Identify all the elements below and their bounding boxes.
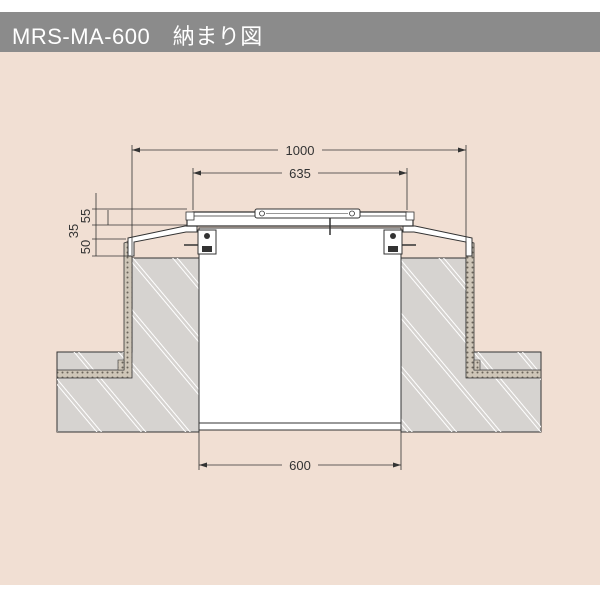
title-bar: MRS-MA-600 納まり図 (0, 12, 600, 52)
vertical-dimensions (92, 193, 187, 257)
dimension-label-600: 600 (289, 458, 311, 473)
fastener-left (184, 229, 217, 255)
hatch-cover (185, 208, 415, 235)
roof-opening (198, 227, 402, 431)
dimension-label-50: 50 (78, 240, 93, 254)
dimension-1000 (131, 145, 467, 255)
dimension-635 (192, 168, 408, 210)
dimension-label-35: 35 (66, 224, 81, 238)
hinge-pin (259, 210, 265, 217)
dimension-label-55: 55 (78, 209, 93, 223)
hinge-pin (349, 210, 355, 217)
dimension-600 (198, 432, 402, 470)
diagram-title: MRS-MA-600 納まり図 (12, 24, 263, 49)
waterproof-membrane-right (465, 239, 542, 379)
dimension-label-635: 635 (289, 166, 311, 181)
dimension-label-1000: 1000 (286, 143, 315, 158)
fastener-right (383, 229, 416, 255)
